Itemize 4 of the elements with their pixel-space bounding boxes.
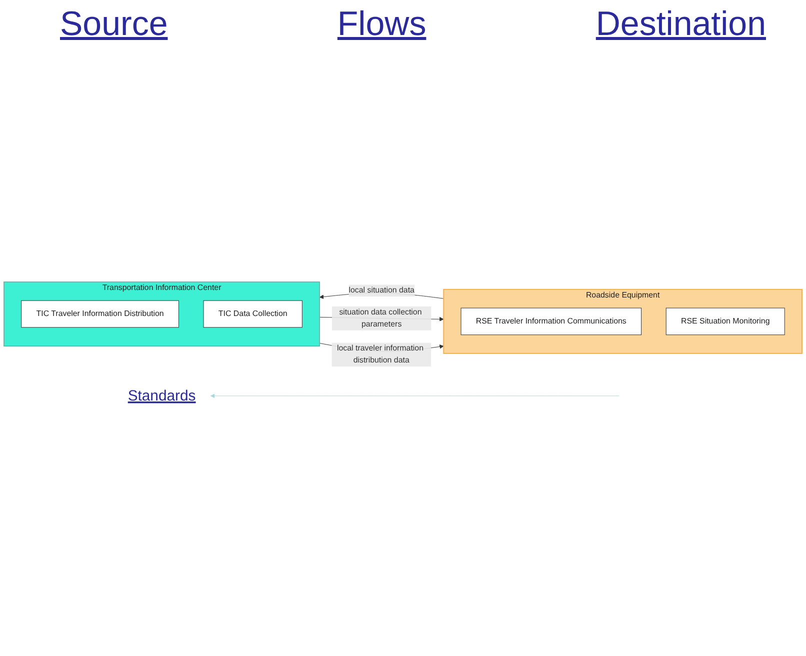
node-text: Standards — [128, 387, 196, 404]
section-heading: Destination — [596, 4, 766, 45]
section-heading: Flows — [337, 4, 426, 45]
section-heading: Source — [60, 4, 168, 45]
